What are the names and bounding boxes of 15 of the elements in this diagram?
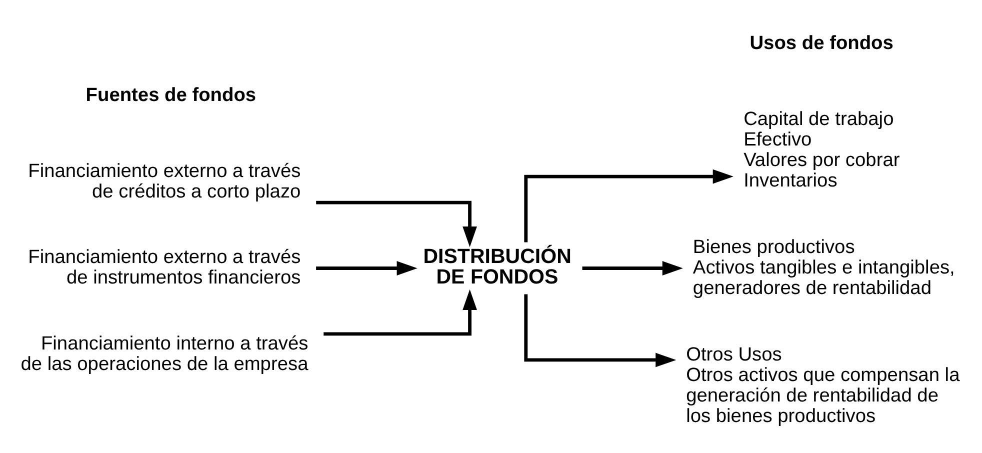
- arrow: [582, 261, 683, 276]
- node-text: Financiamiento interno a través de las operaciones de la empresa: [20, 333, 308, 375]
- node-text: DISTRIBUCIÓN DE FONDOS: [423, 244, 572, 288]
- arrow: [316, 200, 477, 248]
- node-text: Capital de trabajo Efectivo Valores por cobrar Inventarios: [744, 108, 900, 192]
- arrow: [524, 169, 734, 242]
- node-text: Otros Usos Otros activos que compensan la generación de rentabilidad de los bienes productivos: [686, 344, 960, 427]
- arrow: [316, 261, 418, 276]
- label: Fuentes de fondos: [86, 84, 256, 106]
- arrow: [324, 289, 477, 336]
- label: Usos de fondos: [750, 32, 894, 54]
- node-text: Financiamiento externo a través de instrumentos financieros: [28, 247, 301, 289]
- node-text: Financiamiento externo a través de créditos a corto plazo: [28, 160, 301, 202]
- node-text: Bienes productivos Activos tangibles e intangibles, generadores de rentabilidad: [692, 236, 955, 299]
- arrow: [524, 294, 676, 368]
